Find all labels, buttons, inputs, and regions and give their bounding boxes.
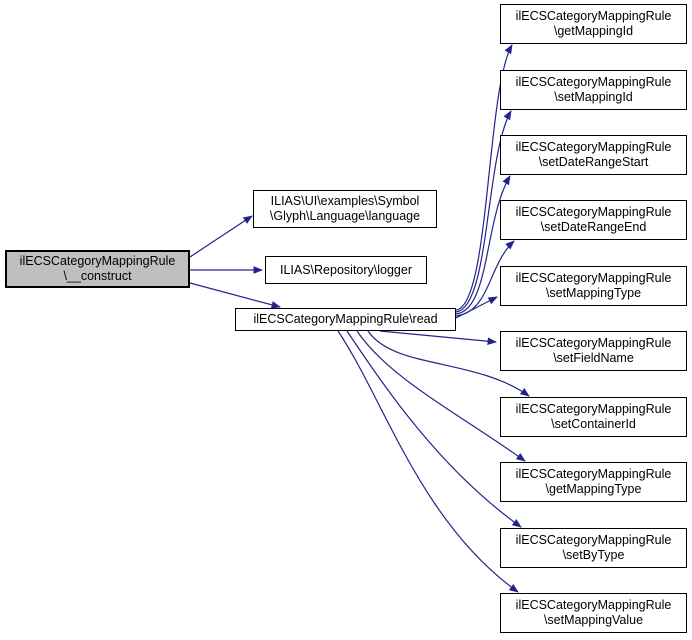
- node-label-line: \setMappingId: [554, 90, 633, 104]
- node-setMappingValue[interactable]: ilECSCategoryMappingRule\setMappingValue: [500, 593, 687, 633]
- node-setFieldName[interactable]: ilECSCategoryMappingRule\setFieldName: [500, 331, 687, 371]
- node-logger[interactable]: ILIAS\Repository\logger: [265, 256, 427, 284]
- node-label-line: ILIAS\Repository\logger: [279, 262, 412, 277]
- node-label-line: \getMappingId: [553, 24, 634, 38]
- edge-group: [189, 44, 530, 593]
- node-label-line: \getMappingType: [545, 482, 642, 496]
- node-label-line: \Glyph\Language\language: [269, 209, 421, 223]
- node-label-line: ilECSCategoryMappingRule: [515, 205, 672, 219]
- node-label-line: ilECSCategoryMappingRule: [515, 467, 672, 481]
- node-label-line: \setFieldName: [553, 351, 634, 365]
- node-setDateRangeEnd[interactable]: ilECSCategoryMappingRule\setDateRangeEnd: [500, 200, 687, 240]
- edge-read-setMappingId: [455, 110, 512, 313]
- node-label-line: ILIAS\UI\examples\Symbol: [270, 194, 420, 208]
- node-label-line: \setMappingValue: [543, 613, 644, 627]
- edge-construct-language: [189, 215, 253, 258]
- edge-read-setMappingType: [455, 296, 498, 319]
- edge-read-getMappingType: [356, 330, 526, 462]
- node-setMappingType[interactable]: ilECSCategoryMappingRule\setMappingType: [500, 266, 687, 306]
- node-label-line: ilECSCategoryMappingRule: [515, 75, 672, 89]
- node-setMappingId[interactable]: ilECSCategoryMappingRule\setMappingId: [500, 70, 687, 110]
- node-label-line: ilECSCategoryMappingRule: [515, 9, 672, 23]
- edge-read-setMappingValue: [337, 330, 519, 593]
- node-label-line: \setContainerId: [551, 417, 636, 431]
- edge-read-setDateRangeStart: [455, 175, 511, 315]
- node-read[interactable]: ilECSCategoryMappingRule\read: [235, 308, 456, 331]
- edge-read-setContainerId: [367, 330, 530, 397]
- node-label-line: \setDateRangeStart: [538, 155, 649, 169]
- node-label-line: \setMappingType: [545, 286, 642, 300]
- edge-read-setFieldName: [379, 330, 497, 345]
- node-label-line: ilECSCategoryMappingRule: [515, 336, 672, 350]
- node-label-line: \setByType: [562, 548, 625, 562]
- node-label-line: ilECSCategoryMappingRule: [515, 140, 672, 154]
- node-label-line: ilECSCategoryMappingRule: [515, 271, 672, 285]
- node-getMappingId[interactable]: ilECSCategoryMappingRule\getMappingId: [500, 4, 687, 44]
- node-label-line: \setDateRangeEnd: [540, 220, 647, 234]
- node-setDateRangeStart[interactable]: ilECSCategoryMappingRule\setDateRangeSta…: [500, 135, 687, 175]
- edge-construct-read: [189, 282, 281, 309]
- node-setByType[interactable]: ilECSCategoryMappingRule\setByType: [500, 528, 687, 568]
- edge-read-setByType: [346, 330, 522, 528]
- node-setContainerId[interactable]: ilECSCategoryMappingRule\setContainerId: [500, 397, 687, 437]
- node-construct: ilECSCategoryMappingRule\__construct: [5, 250, 190, 288]
- node-label-line: \__construct: [63, 269, 132, 283]
- node-getMappingType[interactable]: ilECSCategoryMappingRule\getMappingType: [500, 462, 687, 502]
- node-label-line: ilECSCategoryMappingRule: [515, 402, 672, 416]
- node-label-line: ilECSCategoryMappingRule: [19, 254, 176, 268]
- node-label-line: ilECSCategoryMappingRule\read: [253, 312, 438, 326]
- node-label-line: ilECSCategoryMappingRule: [515, 598, 672, 612]
- node-language[interactable]: ILIAS\UI\examples\Symbol\Glyph\Language\…: [253, 190, 437, 228]
- node-label-line: ilECSCategoryMappingRule: [515, 533, 672, 547]
